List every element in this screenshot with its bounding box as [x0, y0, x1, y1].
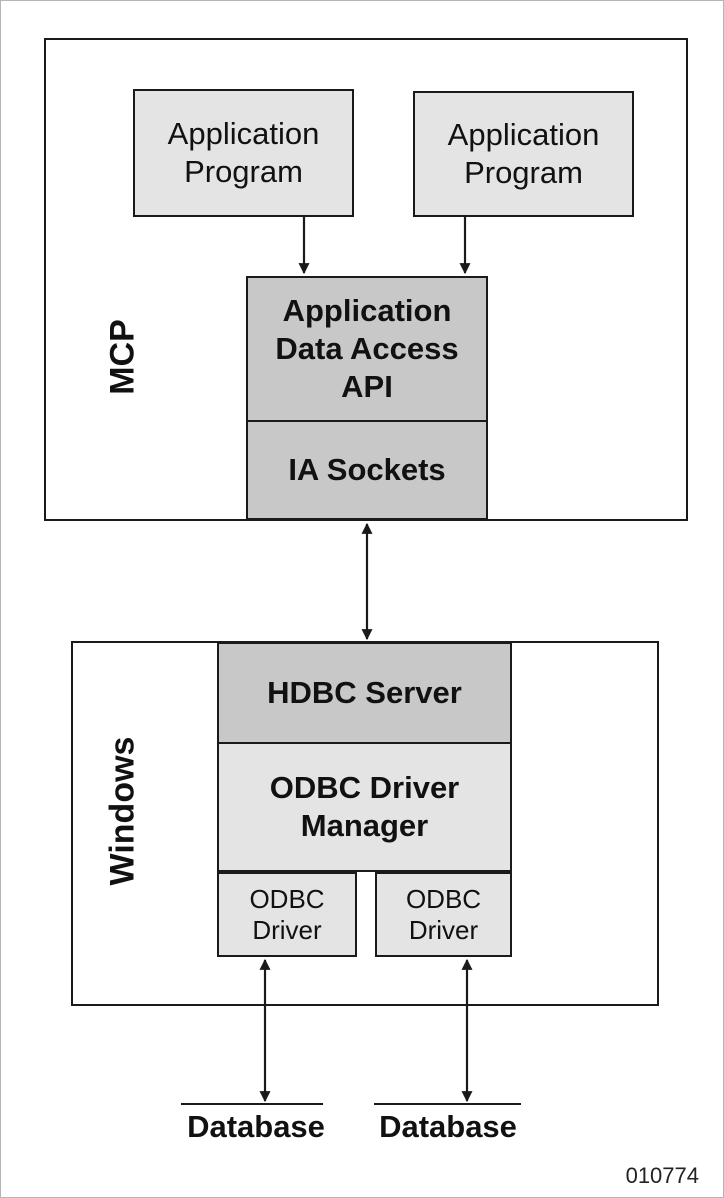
- odbc-driver-box-2: ODBC Driver: [375, 872, 512, 957]
- application-program-box-1: Application Program: [133, 89, 354, 217]
- odbc-driver-manager-box: ODBC Driver Manager: [217, 742, 512, 872]
- application-program-box-2: Application Program: [413, 91, 634, 217]
- odbc-driver-box-1: ODBC Driver: [217, 872, 357, 957]
- figure-number: 010774: [625, 1163, 699, 1188]
- database-label-2: Database: [379, 1109, 517, 1144]
- database-label-1: Database: [187, 1109, 325, 1144]
- hdbc-server-box: HDBC Server: [217, 642, 512, 744]
- ia-sockets-box: IA Sockets: [246, 420, 488, 520]
